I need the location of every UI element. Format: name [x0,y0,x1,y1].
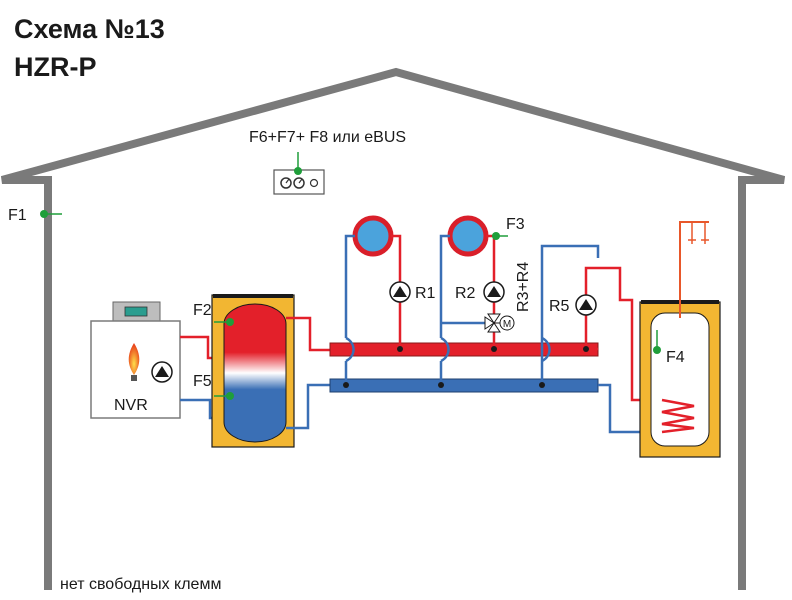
sensor-label-f2: F2 [193,302,212,319]
room-controller [273,152,325,195]
diagram-subtitle: HZR-P [14,52,97,82]
boiler-label: NVR [114,397,148,414]
heating-circuit-2: M [438,215,515,388]
diagram-title: Схема №13 [14,14,165,44]
sensor-label-f5: F5 [193,373,212,390]
dhw-charge-circuit [539,244,662,434]
sensor-label-f1: F1 [8,207,27,224]
sensor-f1-dot [40,210,48,218]
heating-coil [661,398,695,434]
svg-text:M: M [503,319,511,330]
hot-manifold [329,342,599,357]
pump-label-r1: R1 [415,285,436,302]
house-outline [0,67,786,590]
valve-label-r3r4: R3+R4 [515,262,532,312]
flame-icon [128,343,140,375]
sensor-label-f3: F3 [506,216,525,233]
radiator-2-icon [447,215,489,257]
sensor-f2-dot [226,318,234,326]
dhw-outlet-pipe [679,221,709,318]
heating-circuit-1 [343,215,411,388]
sensor-f5-dot [226,392,234,400]
sensor-label-f4: F4 [666,349,685,366]
sensor-f3-dot [492,232,500,240]
buffer-tank [211,294,295,448]
radiator-1-icon [352,215,394,257]
cold-manifold [329,378,599,393]
buffer-return-pipe [286,383,330,430]
boiler-nvr [90,301,181,419]
pump-label-r5: R5 [549,298,570,315]
pump-label-r2: R2 [455,285,476,302]
footer-note: нет свободных клемм [60,576,221,593]
dhw-cylinder [639,221,721,458]
sensor-f4-dot [653,346,661,354]
sun-icon [309,178,319,188]
controller-label: F6+F7+ F8 или eBUS [249,129,406,146]
controller-sensor-dot [294,167,302,175]
mixing-valve-icon: M [484,313,515,333]
buffer-flow-pipe [286,316,330,352]
